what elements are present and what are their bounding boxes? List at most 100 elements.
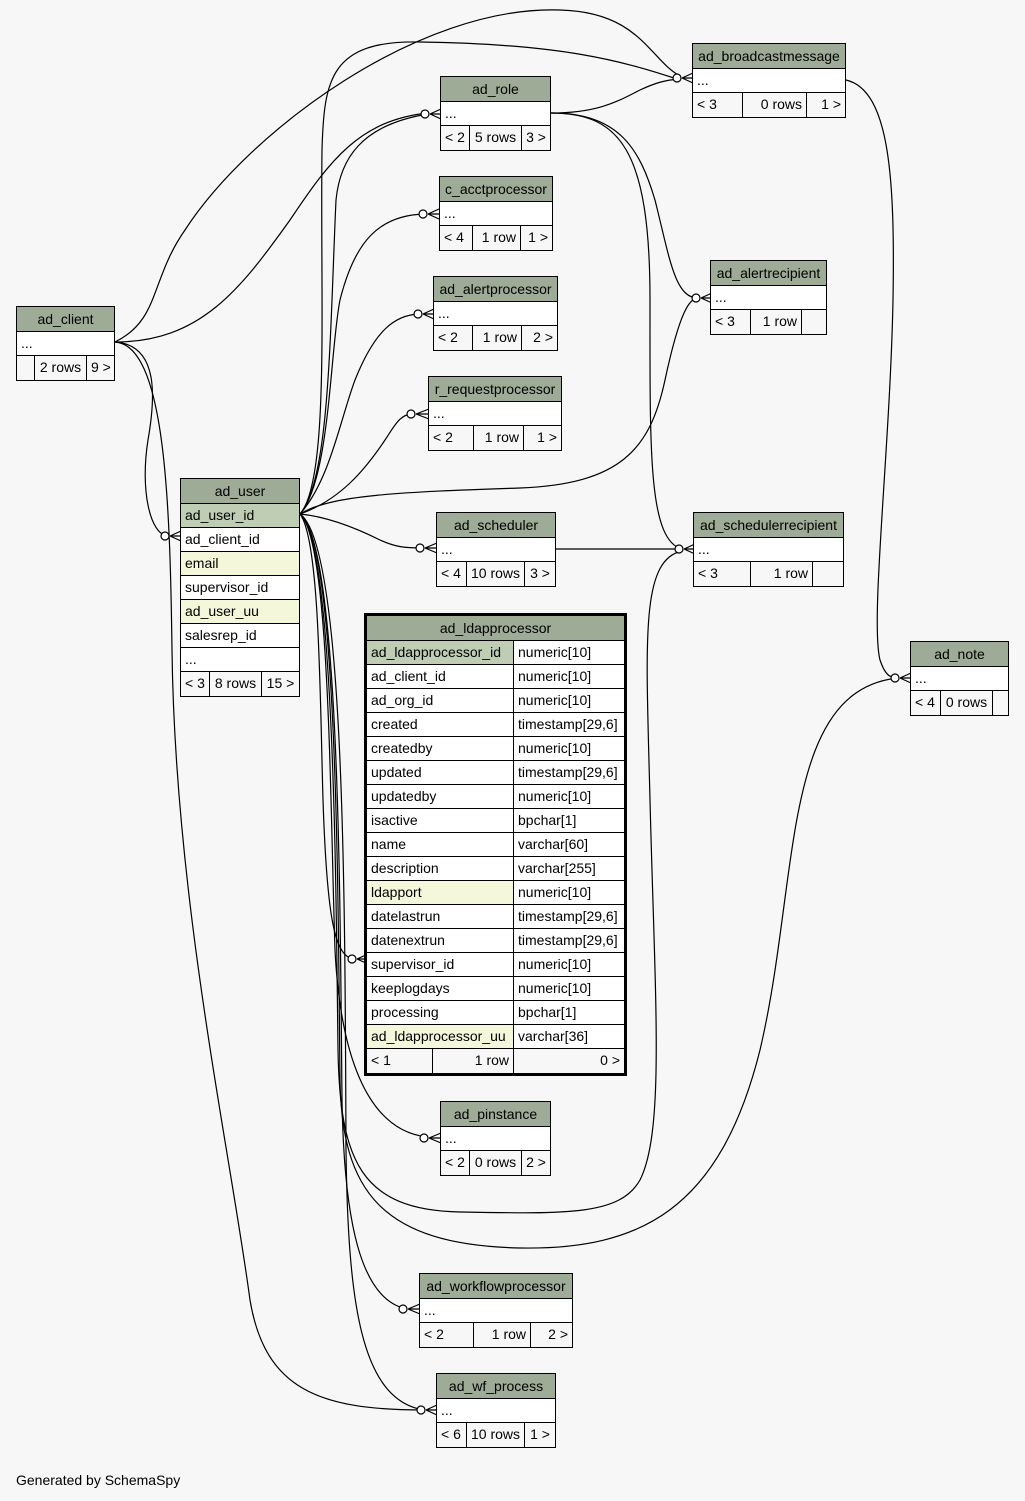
table-title[interactable]: ad_scheduler bbox=[437, 513, 555, 538]
children-link[interactable]: 1 > bbox=[530, 1426, 550, 1442]
table-c-acctprocessor[interactable]: c_acctprocessor ... < 4 1 row 1 > bbox=[439, 176, 553, 251]
parents-link[interactable]: < 3 bbox=[693, 93, 743, 117]
table-row: ... bbox=[424, 1302, 436, 1318]
parents-link[interactable] bbox=[17, 356, 35, 380]
column-name: datenextrun bbox=[367, 929, 514, 952]
edge-user-alertprocessor bbox=[299, 313, 420, 515]
row-count: 10 rows bbox=[467, 1423, 525, 1447]
column-name: created bbox=[367, 713, 514, 736]
column-type: varchar[255] bbox=[518, 860, 596, 876]
table-ad-role[interactable]: ad_role ... < 2 5 rows 3 > bbox=[440, 76, 551, 151]
edge-user-scheduler bbox=[299, 513, 424, 549]
marker-role bbox=[420, 108, 442, 120]
row-count: 1 row bbox=[751, 562, 813, 586]
row-count: 1 row bbox=[474, 1323, 531, 1347]
parents-link[interactable]: < 6 bbox=[437, 1423, 467, 1447]
parents-link[interactable]: < 3 bbox=[694, 562, 751, 586]
edge-role-broadcastmessage bbox=[550, 78, 681, 114]
parents-link[interactable]: < 1 bbox=[367, 1049, 433, 1073]
children-link[interactable] bbox=[802, 310, 826, 334]
column-ellipsis: ... bbox=[185, 651, 197, 667]
column-ad-user-uu: ad_user_uu bbox=[185, 603, 259, 619]
column-name: datelastrun bbox=[367, 905, 514, 928]
parents-link[interactable]: < 3 bbox=[181, 672, 210, 696]
table-title[interactable]: ad_workflowprocessor bbox=[420, 1274, 572, 1299]
table-title[interactable]: ad_pinstance bbox=[441, 1102, 550, 1127]
table-title[interactable]: r_requestprocessor bbox=[429, 377, 561, 402]
table-title[interactable]: ad_schedulerrecipient bbox=[694, 513, 843, 538]
table-title[interactable]: ad_alertprocessor bbox=[434, 277, 557, 302]
table-title[interactable]: ad_wf_process bbox=[437, 1374, 555, 1399]
table-ad-scheduler[interactable]: ad_scheduler ... < 4 10 rows 3 > bbox=[436, 512, 556, 587]
children-link[interactable]: 1 > bbox=[821, 96, 841, 112]
parents-link[interactable]: < 4 bbox=[440, 226, 473, 250]
table-ad-ldapprocessor[interactable]: ad_ldapprocessor ad_ldapprocessor_id num… bbox=[364, 613, 627, 1076]
column-type: numeric[10] bbox=[518, 692, 592, 708]
row-count: 8 rows bbox=[210, 672, 262, 696]
marker-alertprocessor bbox=[413, 308, 435, 320]
column-type: timestamp[29,6] bbox=[518, 932, 618, 948]
table-ad-wf-process[interactable]: ad_wf_process ... < 6 10 rows 1 > bbox=[436, 1373, 556, 1448]
edge-user-requestprocessor bbox=[299, 413, 414, 515]
children-link[interactable]: 1 > bbox=[528, 229, 548, 245]
table-row: ... bbox=[438, 305, 450, 321]
table-r-requestprocessor[interactable]: r_requestprocessor ... < 2 1 row 1 > bbox=[428, 376, 562, 451]
parents-link[interactable]: < 2 bbox=[434, 326, 473, 350]
children-link[interactable]: 3 > bbox=[530, 565, 550, 581]
table-row: ... bbox=[21, 335, 33, 351]
column-name: ad_ldapprocessor_uu bbox=[367, 1025, 514, 1048]
table-title[interactable]: ad_role bbox=[441, 77, 550, 102]
column-name: name bbox=[367, 833, 514, 856]
table-title[interactable]: c_acctprocessor bbox=[440, 177, 552, 202]
table-ad-broadcastmessage[interactable]: ad_broadcastmessage ... < 3 0 rows 1 > bbox=[692, 43, 846, 118]
children-link[interactable]: 0 > bbox=[600, 1052, 620, 1068]
row-count: 1 row bbox=[433, 1049, 514, 1073]
table-title[interactable]: ad_ldapprocessor bbox=[367, 616, 624, 641]
table-row: ... bbox=[715, 289, 727, 305]
children-link[interactable] bbox=[993, 691, 1008, 715]
children-link[interactable]: 1 > bbox=[537, 429, 557, 445]
marker-requestprocessor bbox=[406, 408, 430, 420]
table-ad-pinstance[interactable]: ad_pinstance ... < 2 0 rows 2 > bbox=[440, 1101, 551, 1176]
table-row: ... bbox=[444, 205, 456, 221]
table-ad-alertprocessor[interactable]: ad_alertprocessor ... < 2 1 row 2 > bbox=[433, 276, 558, 351]
marker-workflowprocessor bbox=[398, 1303, 421, 1315]
table-title[interactable]: ad_alertrecipient bbox=[711, 261, 826, 286]
table-row: ... bbox=[445, 105, 457, 121]
column-supervisor-id: supervisor_id bbox=[185, 579, 269, 595]
parents-link[interactable]: < 2 bbox=[420, 1323, 474, 1347]
column-name: ad_client_id bbox=[367, 665, 514, 688]
table-ad-workflowprocessor[interactable]: ad_workflowprocessor ... < 2 1 row 2 > bbox=[419, 1273, 573, 1348]
children-link[interactable]: 9 > bbox=[91, 359, 111, 375]
children-link[interactable]: 2 > bbox=[526, 1154, 546, 1170]
marker-scheduler bbox=[415, 542, 438, 554]
parents-link[interactable]: < 2 bbox=[441, 126, 470, 150]
column-name: updatedby bbox=[367, 785, 514, 808]
table-row: ... bbox=[915, 670, 927, 686]
table-title[interactable]: ad_broadcastmessage bbox=[693, 44, 845, 69]
table-title[interactable]: ad_note bbox=[911, 642, 1008, 667]
table-ad-alertrecipient[interactable]: ad_alertrecipient ... < 3 1 row bbox=[710, 260, 827, 335]
row-count: 0 rows bbox=[743, 93, 807, 117]
table-ad-schedulerrecipient[interactable]: ad_schedulerrecipient ... < 3 1 row bbox=[693, 512, 844, 587]
column-type: numeric[10] bbox=[514, 641, 624, 664]
column-name: keeplogdays bbox=[367, 977, 514, 1000]
parents-link[interactable]: < 2 bbox=[429, 426, 474, 450]
table-title[interactable]: ad_user bbox=[181, 479, 299, 504]
table-title[interactable]: ad_client bbox=[17, 307, 114, 332]
parents-link[interactable]: < 4 bbox=[437, 562, 467, 586]
children-link[interactable]: 15 > bbox=[266, 675, 295, 691]
children-link[interactable] bbox=[813, 562, 843, 586]
table-ad-client[interactable]: ad_client ... 2 rows 9 > bbox=[16, 306, 115, 381]
parents-link[interactable]: < 3 bbox=[711, 310, 751, 334]
children-link[interactable]: 2 > bbox=[533, 329, 553, 345]
column-name: ad_org_id bbox=[367, 689, 514, 712]
children-link[interactable]: 2 > bbox=[548, 1326, 568, 1342]
parents-link[interactable]: < 4 bbox=[911, 691, 941, 715]
table-row: ... bbox=[697, 72, 709, 88]
table-ad-note[interactable]: ad_note ... < 4 0 rows bbox=[910, 641, 1009, 716]
children-link[interactable]: 3 > bbox=[526, 129, 546, 145]
edge-role-schedulerrecipient bbox=[550, 112, 683, 550]
parents-link[interactable]: < 2 bbox=[441, 1151, 470, 1175]
table-ad-user[interactable]: ad_user ad_user_id ad_client_id email su… bbox=[180, 478, 300, 697]
